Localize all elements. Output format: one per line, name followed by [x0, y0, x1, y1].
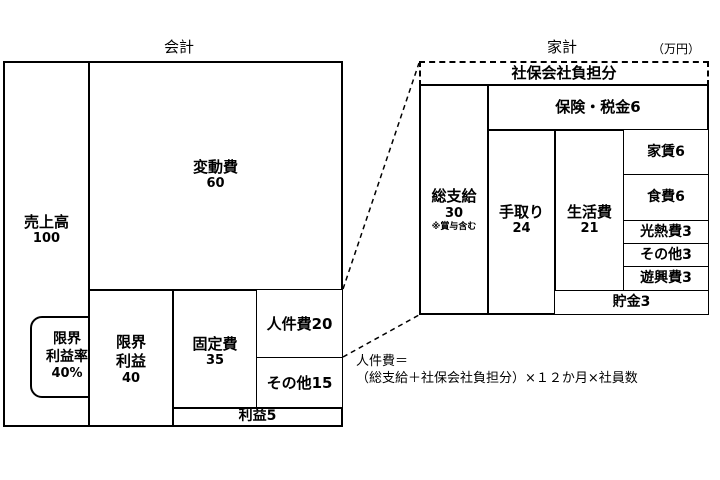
sales-label: 売上高 100	[3, 195, 90, 265]
rent-label: 家賃6	[647, 143, 685, 160]
other-cost-box	[256, 357, 343, 409]
accounting-header: 会計	[164, 38, 195, 56]
marginal-profit-label: 限界 利益 40	[88, 320, 174, 400]
entertainment-label: 遊興費3	[640, 270, 692, 287]
other-household-label: その他3	[640, 246, 692, 263]
fixed-cost-label: 固定費 35	[172, 322, 258, 382]
household-header: 家計	[547, 38, 578, 56]
formula-line1: 人件費＝	[356, 354, 409, 369]
formula-line2: （総支給＋社保会社負担分）×１２か月×社員数	[356, 371, 638, 386]
other-cost-label: その他15	[266, 373, 333, 392]
connector-upper	[342, 62, 420, 290]
sales-name: 売上高	[23, 212, 69, 231]
total-pay-value: 30	[444, 205, 464, 221]
living-cost-value: 21	[580, 221, 599, 237]
unit-label: （万円）	[652, 42, 701, 56]
sales-value: 100	[32, 231, 61, 247]
profit-box	[172, 407, 343, 427]
variable-cost-name: 変動費	[192, 157, 238, 176]
other-household-box	[623, 243, 709, 268]
savings-box	[554, 290, 709, 315]
living-cost-name: 生活費	[566, 202, 612, 221]
total-pay-box	[419, 84, 489, 315]
total-pay-name: 総支給	[431, 186, 477, 205]
total-pay-note: ※賞与含む	[431, 221, 477, 232]
fixed-cost-value: 35	[205, 353, 225, 369]
take-home-value: 24	[512, 221, 531, 237]
marginal-profit-rate-text: 限界 利益率 40%	[30, 316, 104, 398]
personnel-cost-label: 人件費20	[266, 314, 333, 333]
marginal-profit-value: 40	[121, 370, 141, 386]
marginal-profit-rate-line1: 限界	[53, 331, 81, 348]
take-home-label: 手取り 24	[487, 195, 556, 245]
fixed-cost-name: 固定費	[192, 334, 238, 353]
take-home-name: 手取り	[498, 202, 544, 221]
insurance-tax-label: 保険・税金6	[555, 98, 641, 117]
marginal-profit-line1: 限界	[115, 333, 146, 352]
marginal-profit-box	[88, 289, 174, 427]
take-home-box	[487, 129, 556, 315]
profit-label: 利益5	[238, 408, 277, 425]
utilities-label: 光熱費3	[640, 223, 692, 240]
savings-label: 貯金3	[612, 293, 651, 310]
food-label: 食費6	[647, 189, 685, 206]
total-pay-label: 総支給 30 ※賞与含む	[419, 175, 489, 245]
marginal-profit-rate-line2: 利益率	[46, 348, 88, 365]
living-cost-label: 生活費 21	[554, 195, 625, 245]
social-insurance-label: 社保会社負担分	[511, 64, 617, 83]
variable-cost-label: 変動費 60	[88, 140, 343, 210]
marginal-profit-line2: 利益	[115, 351, 146, 370]
marginal-profit-rate-value: 40%	[51, 366, 83, 382]
variable-cost-value: 60	[206, 176, 225, 192]
